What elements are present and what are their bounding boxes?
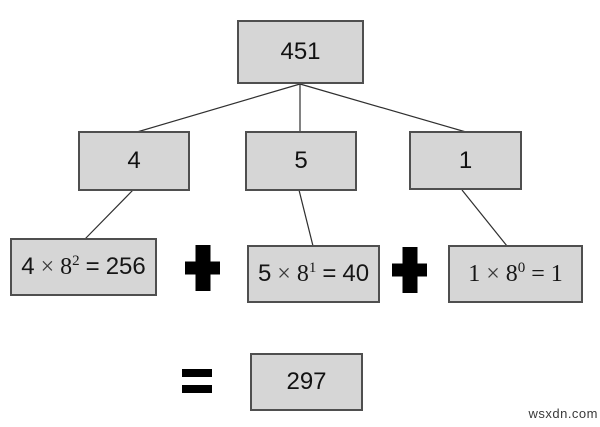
- digit-box-1: 1: [409, 131, 522, 190]
- multiply-sign: ×: [277, 261, 291, 287]
- equals-sign: =: [85, 253, 100, 280]
- term-formula: 4×82 =256: [21, 253, 145, 281]
- term-base: 8: [505, 261, 518, 287]
- term-base: 8: [60, 254, 73, 280]
- term-coefficient: 1: [468, 261, 481, 287]
- multiply-sign: ×: [486, 261, 500, 287]
- term-base: 8: [296, 261, 309, 287]
- connector-root-to-digit1: [299, 83, 467, 133]
- term-coefficient: 4: [21, 253, 35, 280]
- connector-digit1-to-term3: [461, 189, 508, 247]
- total-box: 297: [250, 353, 363, 411]
- term-exponent: 2: [72, 253, 80, 269]
- connector-digit5-to-term2: [298, 189, 314, 247]
- multiply-sign: ×: [40, 254, 55, 280]
- term-formula: 5×81 =40: [258, 260, 369, 288]
- digit-label: 1: [458, 146, 473, 174]
- digit-label: 5: [294, 147, 308, 174]
- root-number-box: 451: [237, 20, 364, 84]
- connector-root-to-digit4: [136, 83, 301, 133]
- term-box-1: 1×80=1: [448, 245, 583, 303]
- digit-box-5: 5: [245, 131, 357, 191]
- watermark-text: wsxdn.com: [528, 406, 598, 421]
- digit-box-4: 4: [78, 131, 190, 191]
- equals-bar: [182, 369, 212, 377]
- equals-sign: =: [322, 260, 337, 287]
- term-box-256: 4×82 =256: [10, 238, 157, 296]
- total-label: 297: [286, 368, 327, 395]
- term-result: 1: [550, 261, 563, 287]
- plus-icon: [392, 247, 427, 293]
- term-exponent: 1: [308, 260, 317, 276]
- plus-icon: [185, 245, 220, 291]
- term-box-40: 5×81 =40: [247, 245, 380, 303]
- equals-sign: =: [531, 261, 545, 287]
- equals-bar: [182, 385, 212, 393]
- term-result: 40: [342, 260, 370, 287]
- term-result: 256: [105, 253, 146, 280]
- root-number-label: 451: [280, 38, 321, 65]
- term-formula: 1×80=1: [468, 260, 563, 288]
- connector-digit4-to-term1: [84, 189, 134, 240]
- term-exponent: 0: [517, 260, 526, 276]
- digit-label: 4: [127, 147, 141, 174]
- equals-icon: [182, 369, 212, 393]
- term-coefficient: 5: [257, 260, 272, 287]
